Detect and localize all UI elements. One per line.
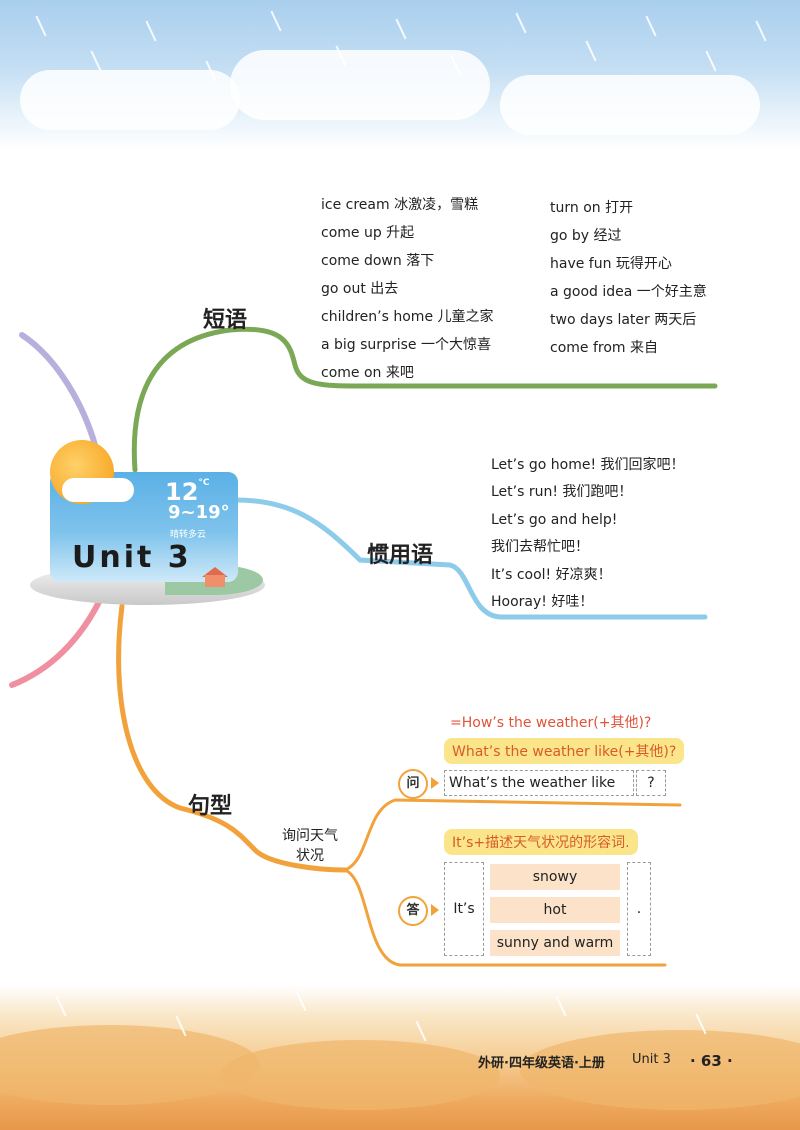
hill bbox=[220, 1040, 500, 1110]
phrase-item: come from 来自 bbox=[550, 340, 658, 356]
phrase-item: come down 落下 bbox=[321, 253, 435, 269]
ask-alt-highlight: What’s the weather like(+其他)? bbox=[444, 738, 685, 764]
answer-period-box: . bbox=[627, 862, 651, 956]
idioms-branch-title: 惯用语 bbox=[367, 543, 434, 568]
footer-book-title: 外研·四年级英语·上册 bbox=[478, 1056, 605, 1071]
phrase-item: a good idea 一个好主意 bbox=[550, 284, 707, 300]
answer-option: hot bbox=[490, 897, 620, 923]
cloud bbox=[20, 70, 240, 130]
sentences-branch-line bbox=[116, 603, 348, 873]
hub-weather-desc: 晴转多云 bbox=[170, 530, 207, 540]
idiom-item: It’s cool! 好凉爽！ bbox=[491, 567, 612, 583]
answer-subject-box: It’s bbox=[444, 862, 484, 956]
cloud bbox=[500, 75, 760, 135]
ask-connector bbox=[343, 798, 682, 872]
hill bbox=[0, 1025, 260, 1105]
footer-page-number: · 63 · bbox=[690, 1052, 733, 1070]
phrases-branch-line bbox=[131, 326, 718, 473]
idiom-item: 我们去帮忙吧！ bbox=[491, 539, 589, 555]
answer-connector bbox=[343, 868, 667, 967]
hub-temp-unit: °C bbox=[198, 478, 210, 488]
phrase-item: children’s home 儿童之家 bbox=[321, 309, 494, 325]
hub-temp-range: 9~19° bbox=[168, 502, 230, 523]
purple-branch bbox=[19, 332, 98, 448]
idiom-item: Let’s go home! 我们回家吧！ bbox=[491, 457, 685, 473]
cloud bbox=[230, 50, 490, 120]
answer-arrow-icon bbox=[431, 904, 439, 916]
idiom-item: Let’s go and help! bbox=[491, 512, 618, 528]
autumn-ground-footer bbox=[0, 985, 800, 1130]
footer-unit: Unit 3 bbox=[632, 1052, 671, 1067]
sentences-topic-label: 询问天气 状况 bbox=[270, 826, 350, 866]
ask-arrow-icon bbox=[431, 777, 439, 789]
sky-header bbox=[0, 0, 800, 150]
hill bbox=[520, 1030, 800, 1110]
phrase-item: go by 经过 bbox=[550, 228, 622, 244]
phrase-item: ice cream 冰激凌，雪糕 bbox=[321, 197, 479, 213]
phrases-branch-title: 短语 bbox=[203, 308, 248, 333]
ask-badge: 问 bbox=[398, 769, 428, 799]
phrase-item: go out 出去 bbox=[321, 281, 399, 297]
hub-unit-title: Unit 3 bbox=[72, 540, 192, 575]
phrase-item: a big surprise 一个大惊喜 bbox=[321, 337, 491, 353]
sentences-topic-line2: 状况 bbox=[296, 848, 324, 864]
sentences-branch-title: 句型 bbox=[188, 794, 233, 819]
ask-question-mark-box: ? bbox=[636, 770, 666, 796]
cloud-icon bbox=[62, 478, 134, 502]
phrase-item: come up 升起 bbox=[321, 225, 415, 241]
phrase-item: two days later 两天后 bbox=[550, 312, 697, 328]
idioms-branch-line bbox=[233, 497, 708, 620]
answer-option: snowy bbox=[490, 864, 620, 890]
ask-question-box: What’s the weather like bbox=[444, 770, 634, 796]
pink-branch bbox=[9, 597, 103, 688]
answer-hint-highlight: It’s+描述天气状况的形容词. bbox=[444, 829, 638, 855]
hub-temp-now: 12°C bbox=[165, 478, 210, 506]
answer-option: sunny and warm bbox=[490, 930, 620, 956]
ask-note: =How’s the weather(+其他)? bbox=[450, 715, 652, 731]
phrase-item: have fun 玩得开心 bbox=[550, 256, 672, 272]
idiom-item: Let’s run! 我们跑吧！ bbox=[491, 484, 633, 500]
idiom-item: Hooray! 好哇！ bbox=[491, 594, 594, 610]
house-roof-icon bbox=[202, 567, 228, 577]
phrase-item: come on 来吧 bbox=[321, 365, 414, 381]
answer-badge: 答 bbox=[398, 896, 428, 926]
house-icon bbox=[205, 575, 225, 587]
sentences-topic-line1: 询问天气 bbox=[282, 828, 338, 844]
phrase-item: turn on 打开 bbox=[550, 200, 634, 216]
